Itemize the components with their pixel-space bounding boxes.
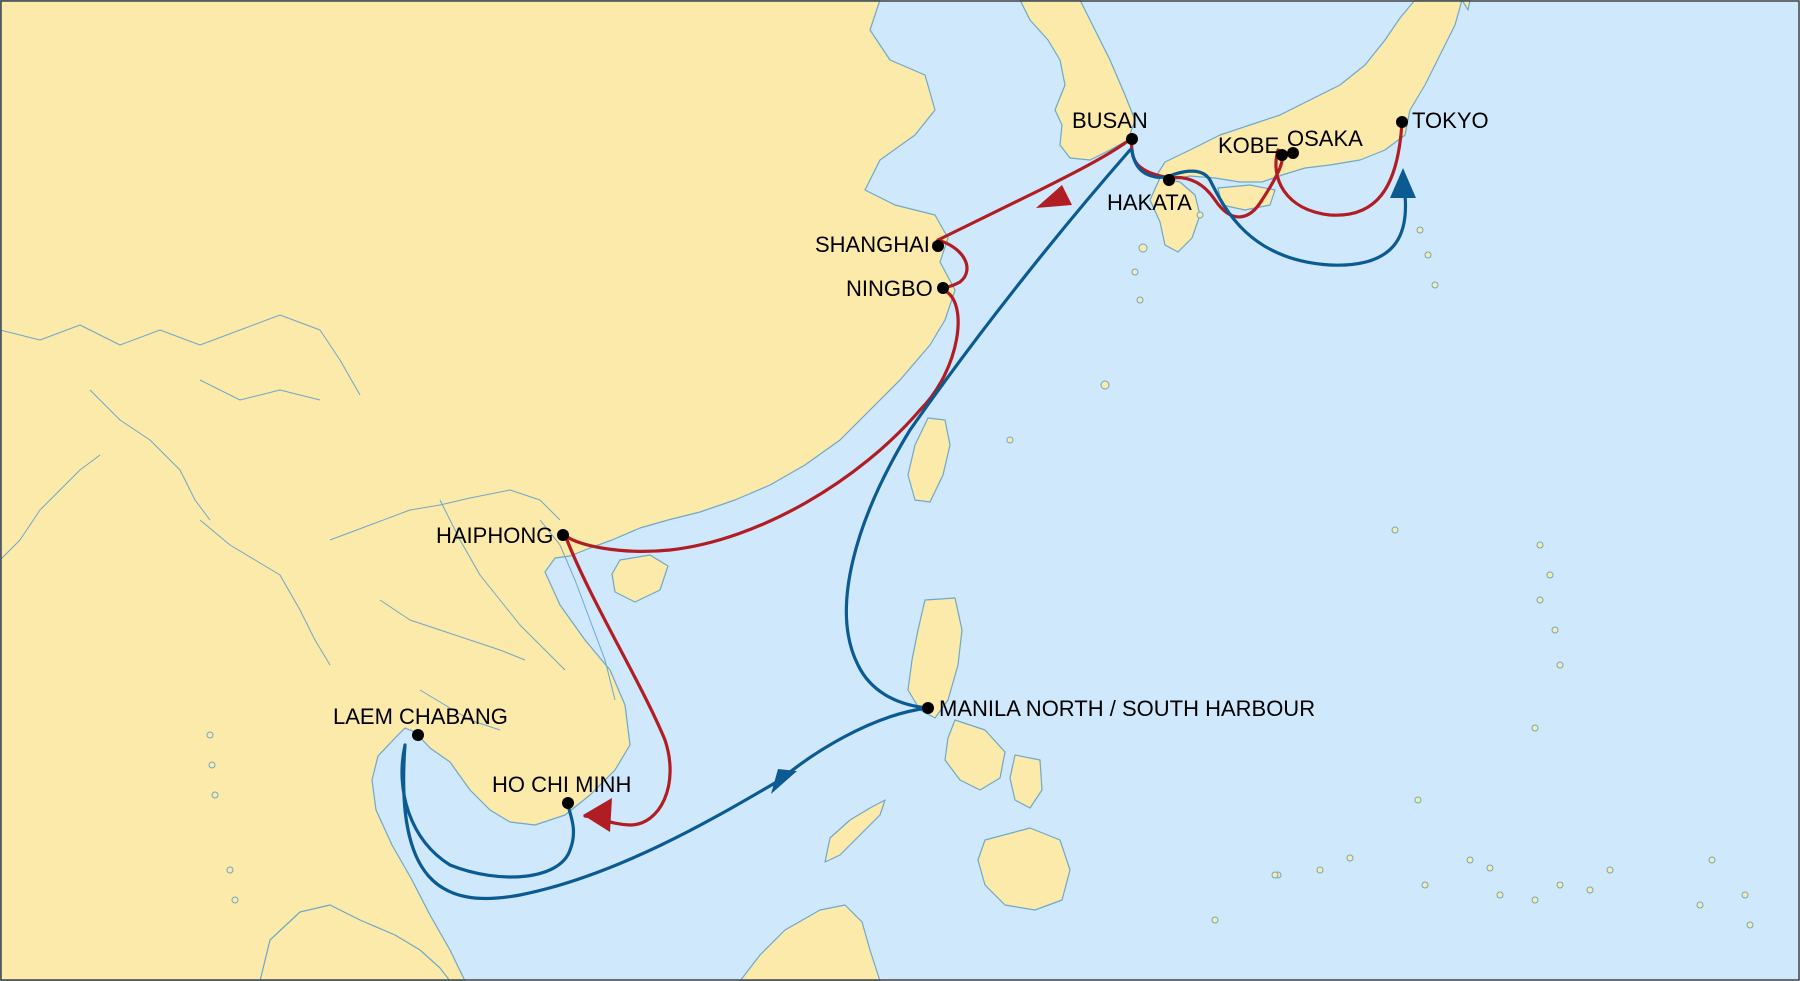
route-red-arrow-south (583, 798, 612, 832)
port-tokyo: TOKYO (1396, 108, 1489, 133)
landmass-hainan (611, 554, 669, 603)
landmass-japan-shikoku (1217, 184, 1276, 211)
port-ho-chi-minh: HO CHI MINH (492, 772, 631, 809)
port-ho-chi-minh-label: HO CHI MINH (492, 772, 631, 797)
landmass-palawan (824, 799, 886, 863)
port-manila: MANILA NORTH / SOUTH HARBOUR (922, 696, 1315, 721)
route-red-line (563, 120, 1404, 827)
port-busan-label: BUSAN (1072, 108, 1148, 133)
landmass-japan-north (1461, 0, 1471, 11)
port-busan-dot (1126, 133, 1138, 145)
islands-small (206, 211, 1754, 929)
port-laem-chabang-label: LAEM CHABANG (333, 704, 508, 729)
port-osaka-label: OSAKA (1287, 126, 1363, 151)
port-busan: BUSAN (1072, 108, 1148, 145)
port-laem-chabang-dot (412, 729, 424, 741)
port-tokyo-dot (1396, 116, 1408, 128)
landmass-mainland-asia (0, 0, 956, 981)
port-manila-dot (922, 702, 934, 714)
port-laem-chabang: LAEM CHABANG (333, 704, 508, 741)
landmass-japan-kyushu (1149, 177, 1201, 253)
port-kobe-dot (1276, 149, 1288, 161)
route-blue (400, 148, 1416, 901)
port-kobe-label: KOBE (1218, 133, 1279, 158)
landmass-samar (1009, 754, 1043, 809)
port-ningbo-dot (937, 282, 949, 294)
route-blue-line (400, 148, 1408, 901)
port-haiphong-dot (557, 529, 569, 541)
route-blue-arrow-tokyo (1390, 168, 1416, 198)
port-ningbo-label: NINGBO (846, 276, 933, 301)
port-osaka-dot (1287, 147, 1299, 159)
landmass-luzon (907, 597, 963, 719)
port-ho-chi-minh-dot (562, 797, 574, 809)
port-haiphong: HAIPHONG (436, 523, 569, 548)
landmass-korea (1019, 0, 1136, 161)
port-manila-label: MANILA NORTH / SOUTH HARBOUR (939, 696, 1315, 721)
route-blue-arrow-manila (771, 769, 797, 794)
landmass-mindanao (977, 827, 1071, 911)
landmass-visayas (944, 719, 1006, 791)
port-hakata-label: HAKATA (1107, 190, 1192, 215)
port-kobe: KOBE (1218, 133, 1288, 161)
port-hakata: HAKATA (1107, 174, 1192, 215)
route-red-arrow-north (1036, 185, 1072, 208)
port-osaka: OSAKA (1287, 126, 1363, 159)
port-tokyo-label: TOKYO (1412, 108, 1489, 133)
port-haiphong-label: HAIPHONG (436, 523, 553, 548)
landmass-taiwan (907, 417, 951, 503)
landmass-borneo (739, 904, 881, 981)
landmass-japan-honshu (1154, 0, 1463, 183)
port-shanghai-label: SHANGHAI (815, 232, 930, 257)
port-shanghai: SHANGHAI (815, 232, 944, 257)
port-hakata-dot (1163, 174, 1175, 186)
borders-inland (0, 314, 616, 731)
port-shanghai-dot (932, 240, 944, 252)
landmass-malay-peninsula (259, 904, 451, 981)
port-ningbo: NINGBO (846, 276, 949, 301)
route-red (563, 120, 1404, 832)
